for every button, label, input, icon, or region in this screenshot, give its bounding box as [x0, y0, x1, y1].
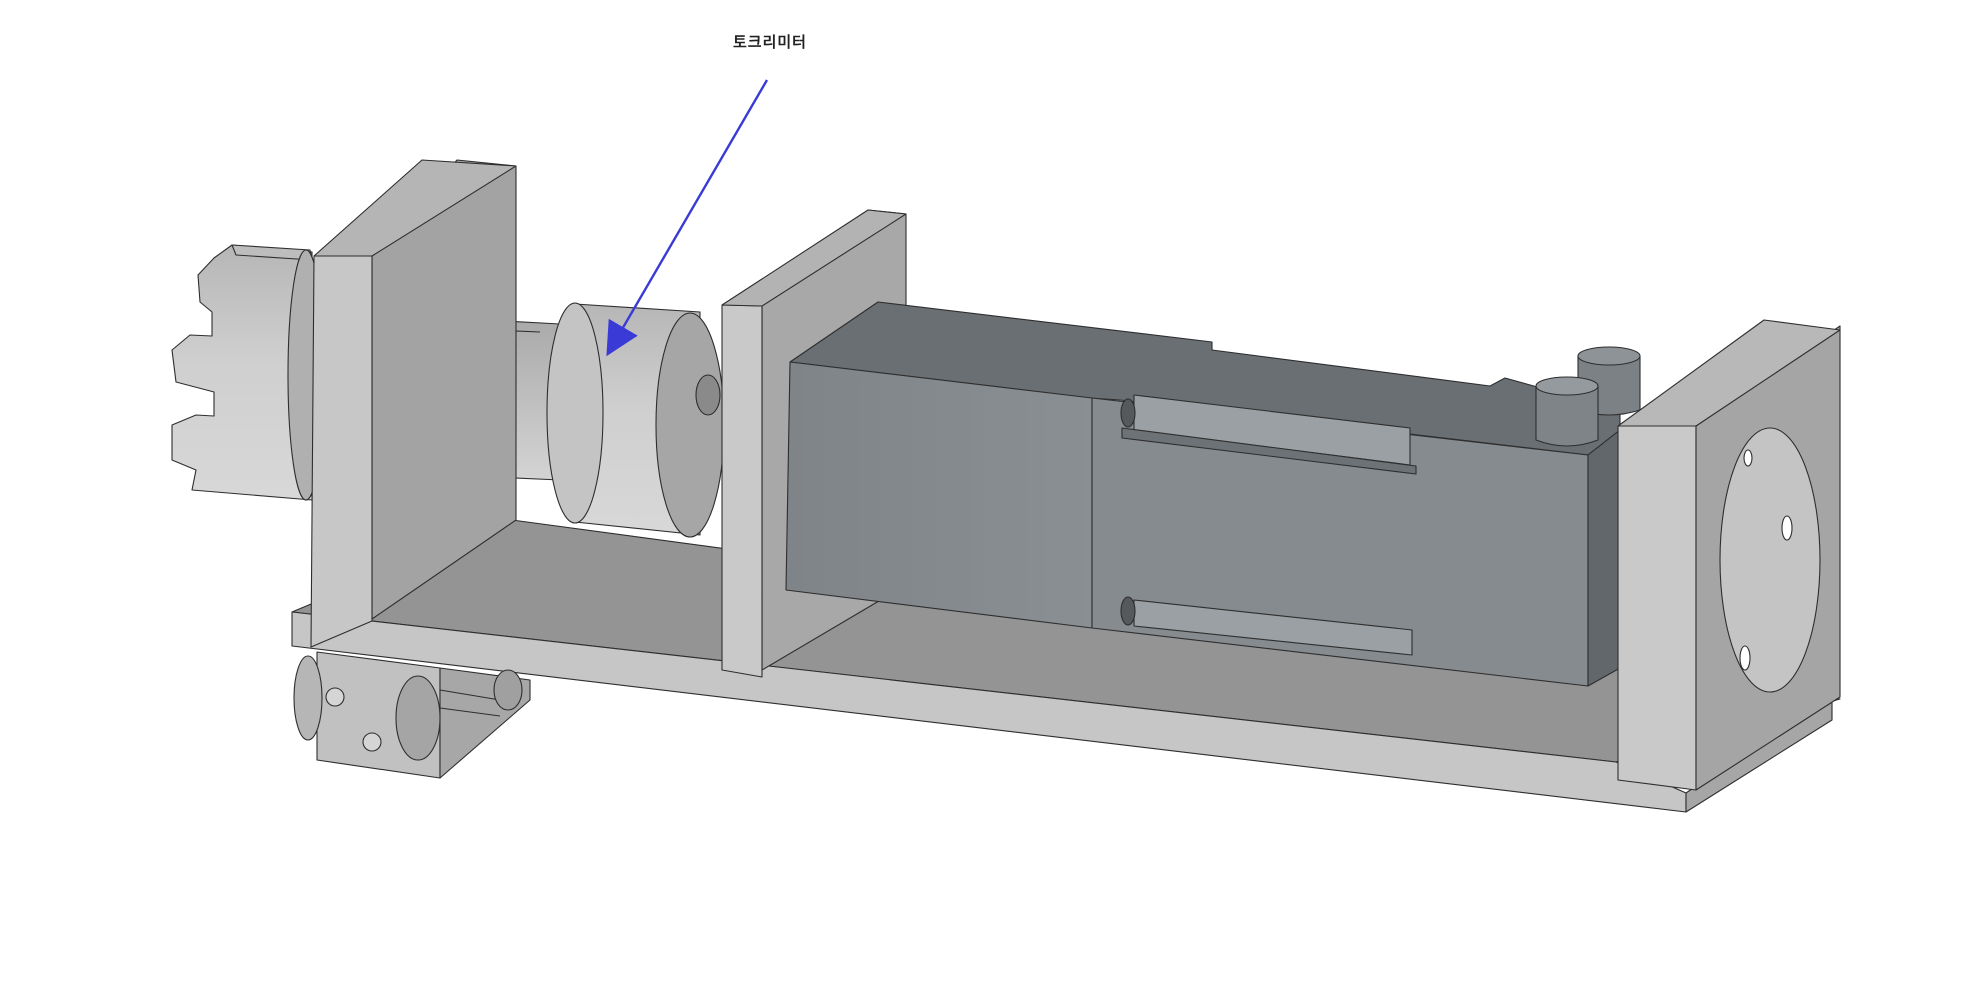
left-support-plate: [310, 159, 517, 648]
right-end-plate: [1617, 319, 1841, 791]
annotation-arrow: [606, 79, 769, 357]
bearing-block: [293, 651, 531, 779]
servo-motor: [785, 301, 1641, 687]
torque-limiter-label: 토크리미터: [732, 33, 807, 51]
left-coupling: [171, 244, 325, 501]
